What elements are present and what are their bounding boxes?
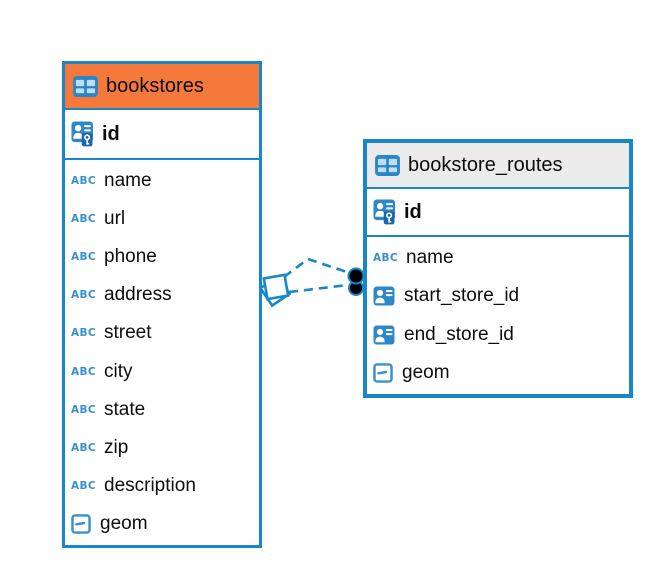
column-row-id[interactable]: id xyxy=(65,110,259,160)
column-row-name[interactable]: ABC name xyxy=(65,162,259,200)
column-name: id xyxy=(102,122,120,145)
column-row-description[interactable]: ABC description xyxy=(65,467,259,505)
table-title: bookstores xyxy=(106,74,204,97)
relationship-line-lower[interactable] xyxy=(288,283,349,294)
column-name: zip xyxy=(104,436,129,458)
text-type-icon: ABC xyxy=(71,479,97,492)
column-row-id[interactable]: id xyxy=(367,189,629,237)
text-type-icon: ABC xyxy=(71,441,97,454)
text-type-icon: ABC xyxy=(71,289,97,302)
table-bookstores[interactable]: bookstores id ABC name ABC url ABC phone… xyxy=(62,61,262,548)
text-type-icon: ABC xyxy=(373,252,399,265)
column-name: id xyxy=(404,200,422,223)
column-name: start_store_id xyxy=(404,285,520,307)
geometry-type-icon xyxy=(71,514,91,534)
table-icon xyxy=(375,155,400,176)
column-name: geom xyxy=(100,512,148,534)
table-bookstores-columns: ABC name ABC url ABC phone ABC address A… xyxy=(65,160,259,545)
column-row-geom[interactable]: geom xyxy=(65,505,259,543)
primary-key-icon xyxy=(71,121,94,147)
table-bookstore-routes-columns: ABC name start_store_id end_store_id geo… xyxy=(367,237,629,394)
text-type-icon: ABC xyxy=(71,251,97,264)
table-icon xyxy=(73,76,98,97)
column-row-city[interactable]: ABC city xyxy=(65,352,259,390)
column-name: address xyxy=(104,284,172,306)
relationship-line-upper[interactable] xyxy=(283,257,351,279)
column-row-start-store-id[interactable]: start_store_id xyxy=(367,277,629,315)
primary-key-icon xyxy=(373,199,396,225)
column-name: name xyxy=(406,247,454,269)
relationship-dot-endpoints[interactable] xyxy=(347,267,365,296)
table-bookstore-routes[interactable]: bookstore_routes id ABC name start_store… xyxy=(363,139,633,398)
column-row-phone[interactable]: ABC phone xyxy=(65,238,259,276)
column-name: phone xyxy=(104,246,157,268)
column-row-zip[interactable]: ABC zip xyxy=(65,429,259,467)
column-name: geom xyxy=(402,361,450,383)
column-row-geom[interactable]: geom xyxy=(367,354,629,392)
table-bookstores-header[interactable]: bookstores xyxy=(65,64,259,110)
column-name: street xyxy=(104,322,152,344)
column-name: end_store_id xyxy=(404,323,514,345)
column-name: state xyxy=(104,398,146,420)
column-row-state[interactable]: ABC state xyxy=(65,391,259,429)
text-type-icon: ABC xyxy=(71,403,97,416)
column-name: url xyxy=(104,208,126,230)
table-title: bookstore_routes xyxy=(408,153,563,176)
reference-type-icon xyxy=(373,286,395,306)
column-row-end-store-id[interactable]: end_store_id xyxy=(367,316,629,354)
text-type-icon: ABC xyxy=(71,327,97,340)
column-row-url[interactable]: ABC url xyxy=(65,200,259,238)
text-type-icon: ABC xyxy=(71,365,97,378)
column-name: description xyxy=(104,474,196,496)
text-type-icon: ABC xyxy=(71,175,97,188)
reference-type-icon xyxy=(373,325,395,345)
text-type-icon: ABC xyxy=(71,213,97,226)
geometry-type-icon xyxy=(373,363,393,383)
column-row-street[interactable]: ABC street xyxy=(65,314,259,352)
column-name: city xyxy=(104,360,133,382)
column-row-address[interactable]: ABC address xyxy=(65,276,259,314)
column-name: name xyxy=(104,170,152,192)
relationship-diamond-endpoint[interactable] xyxy=(258,273,292,308)
table-bookstore-routes-header[interactable]: bookstore_routes xyxy=(367,143,629,189)
column-row-name[interactable]: ABC name xyxy=(367,239,629,277)
